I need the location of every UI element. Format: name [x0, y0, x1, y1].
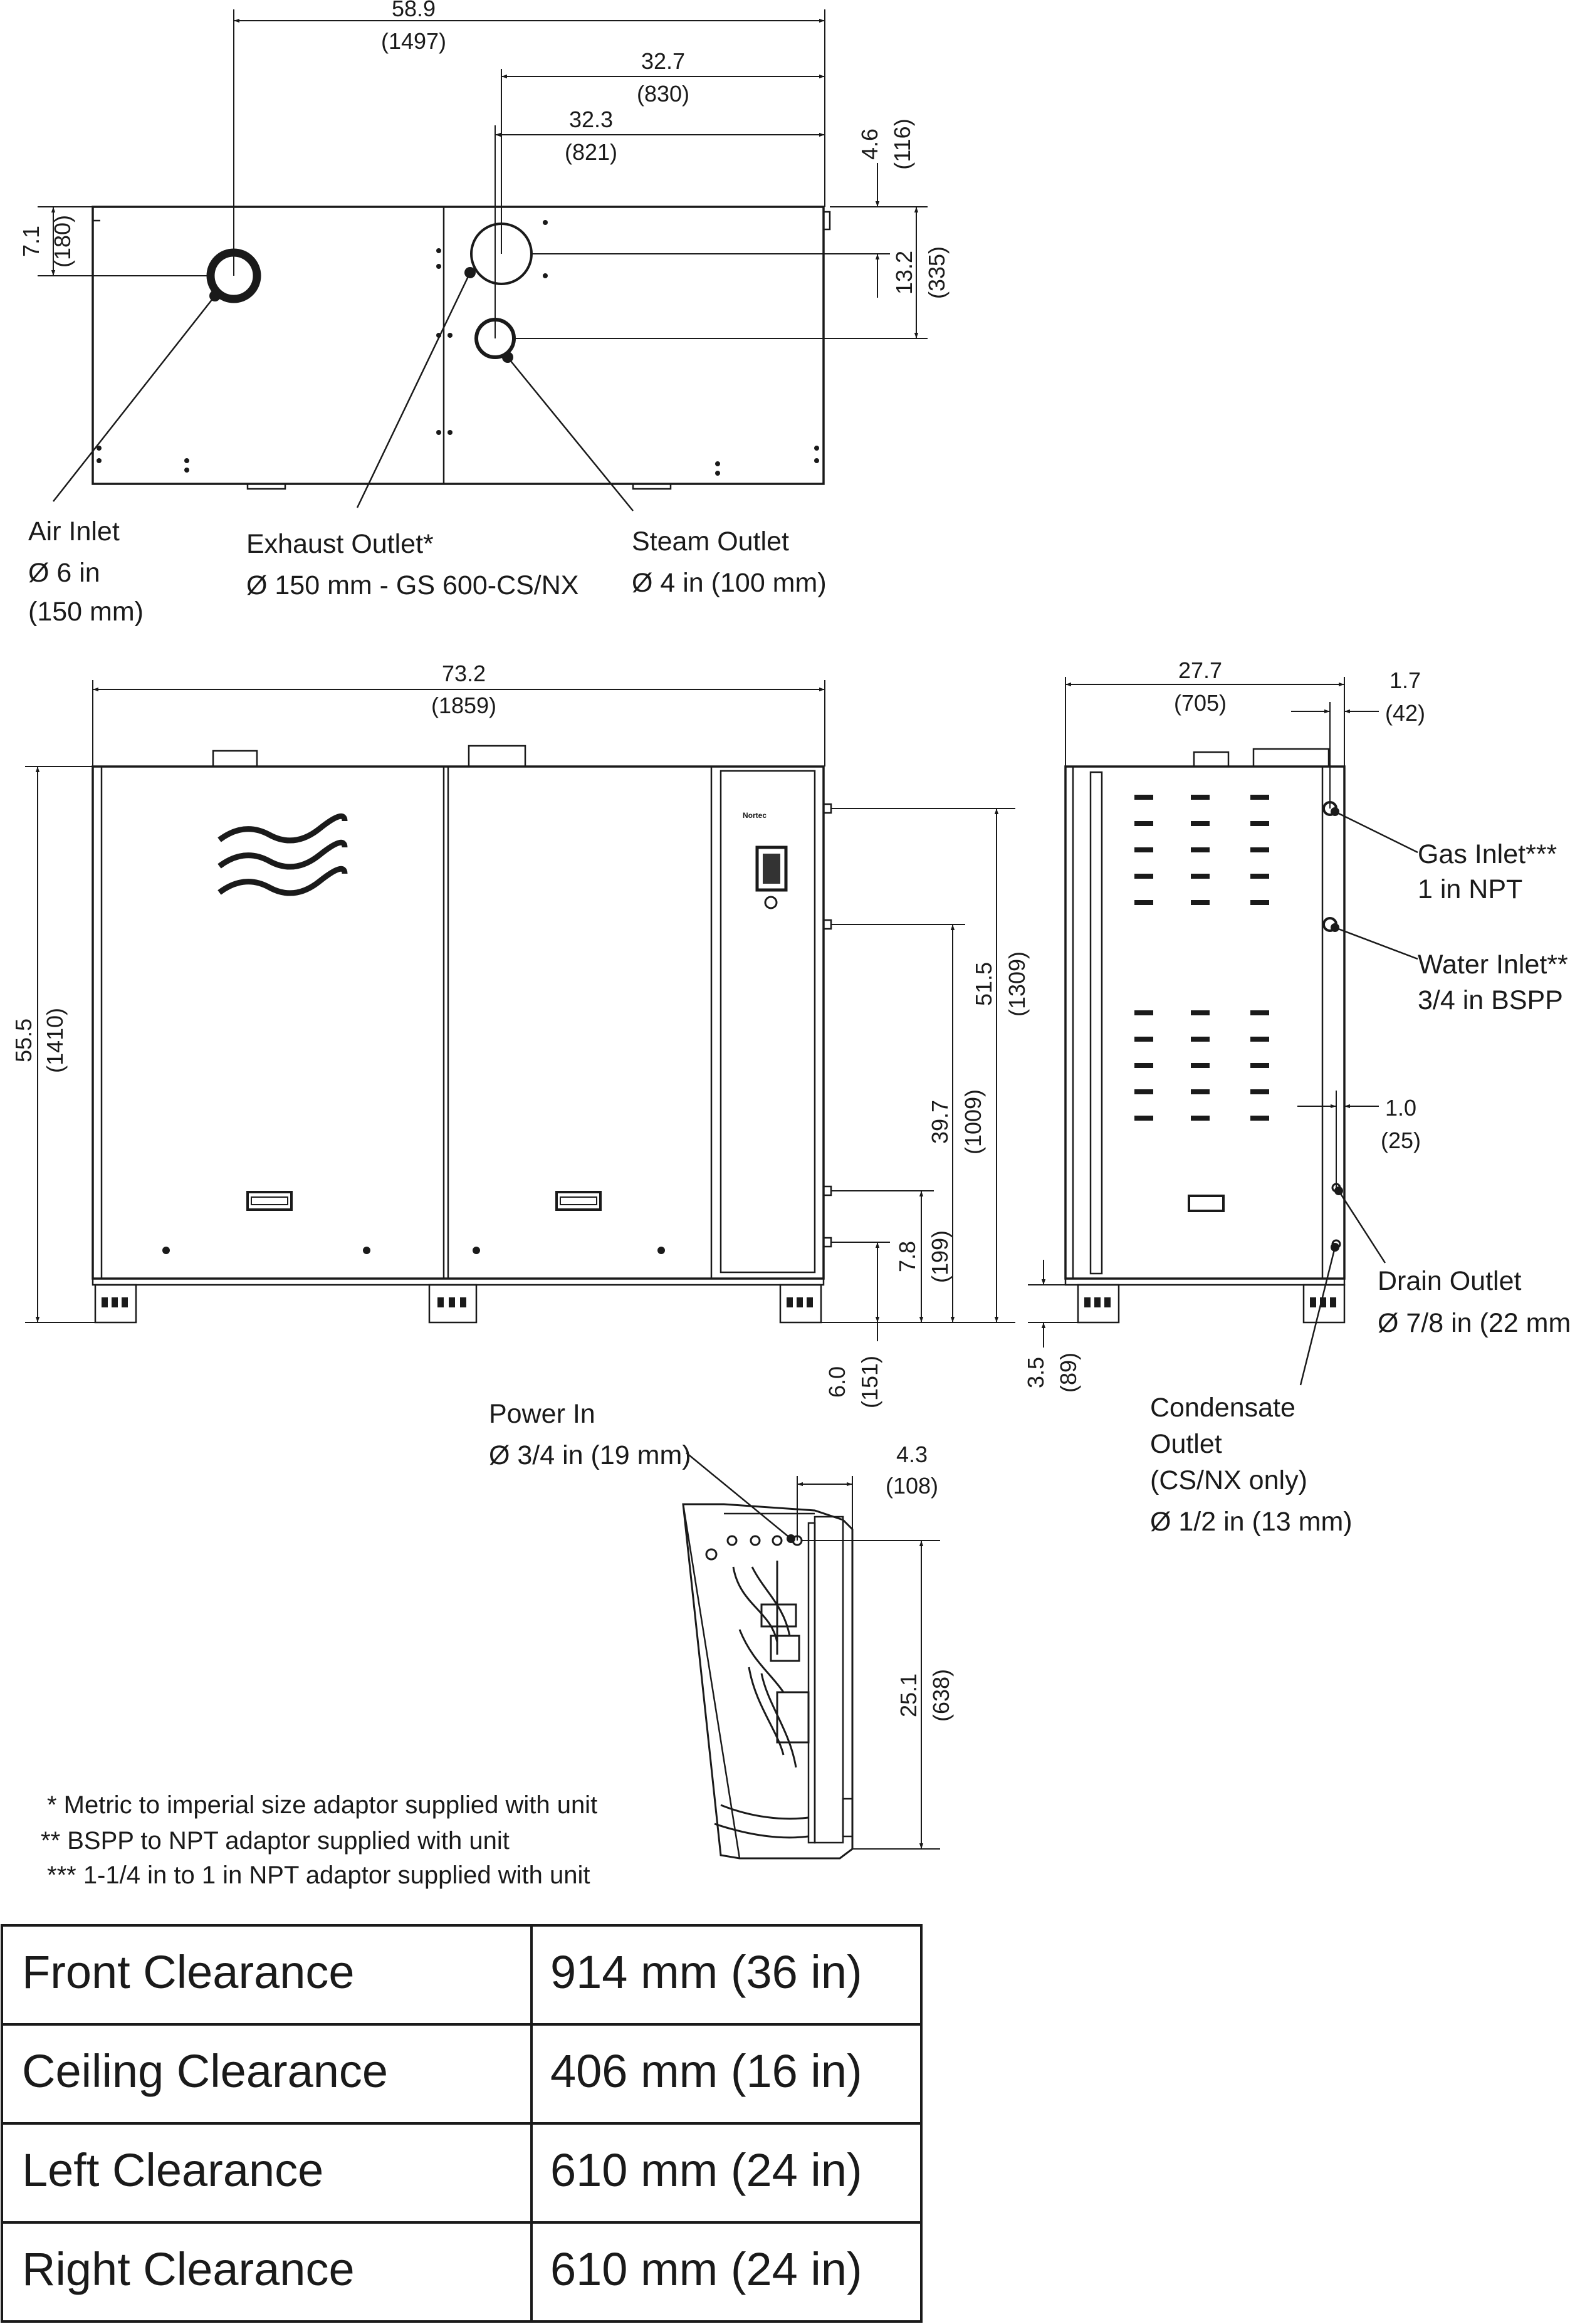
- table-row-label: Front Clearance: [22, 1946, 355, 1998]
- table-row-value: 610 mm (24 in): [550, 2144, 862, 2196]
- condensate-outlet-label-3: (CS/NX only): [1150, 1465, 1307, 1495]
- water-inlet-label: Water Inlet**: [1418, 950, 1568, 980]
- dim-low-mm: (199): [927, 1230, 953, 1283]
- table-row-value: 914 mm (36 in): [550, 1946, 862, 1998]
- dim-exhaust-in: 32.7: [641, 48, 685, 74]
- dim-side-offset-in: 1.7: [1389, 667, 1421, 693]
- table-row: Right Clearance 610 mm (24 in): [22, 2243, 862, 2295]
- exhaust-outlet-size: Ø 150 mm - GS 600-CS/NX: [246, 570, 579, 600]
- wave-logo-icon: [217, 813, 348, 896]
- dim-exhaust-mm: (830): [637, 81, 689, 107]
- dim-height-in: 55.5: [11, 1018, 36, 1062]
- detail-view: Power In Ø 3/4 in (19 mm) 4.3 (108) 25.1…: [489, 1399, 954, 1860]
- steam-outlet-size: Ø 4 in (100 mm): [632, 568, 827, 598]
- dim-air-offset-in: 7.1: [18, 226, 44, 257]
- drain-outlet-label: Drain Outlet: [1378, 1266, 1521, 1296]
- dim-drain-offset-mm: (25): [1381, 1128, 1421, 1153]
- footnote-1: * Metric to imperial size adaptor suppli…: [47, 1791, 597, 1819]
- front-feet: [94, 1284, 822, 1324]
- table-row: Ceiling Clearance 406 mm (16 in): [22, 2045, 862, 2097]
- dim-side-base-in: 3.5: [1023, 1357, 1049, 1388]
- control-panel: [720, 770, 816, 1274]
- dim-width-in: 73.2: [442, 661, 486, 686]
- table-row-label: Left Clearance: [22, 2144, 323, 2196]
- air-inlet-size: Ø 6 in: [28, 558, 100, 588]
- table-row-label: Right Clearance: [22, 2243, 355, 2295]
- footnote-3: *** 1-1/4 in to 1 in NPT adaptor supplie…: [47, 1861, 590, 1889]
- dim-side-offset-mm: (42): [1385, 700, 1425, 726]
- power-in-size: Ø 3/4 in (19 mm): [489, 1440, 691, 1470]
- dim-front-offset-mm: (116): [889, 118, 915, 169]
- air-inlet-size-mm: (150 mm): [28, 597, 144, 627]
- dim-mid-mm: (1009): [960, 1089, 986, 1154]
- condensate-outlet-label-1: Condensate: [1150, 1393, 1295, 1423]
- dim-overall-in: 58.9: [392, 0, 436, 21]
- table-row: Left Clearance 610 mm (24 in): [22, 2144, 862, 2196]
- dim-depth-in: 13.2: [891, 251, 917, 295]
- dim-upper-in: 51.5: [971, 962, 997, 1006]
- dim-overall-mm: (1497): [381, 28, 446, 54]
- dim-detail-height-in: 25.1: [896, 1673, 921, 1717]
- dim-mid-in: 39.7: [927, 1100, 953, 1144]
- dim-detail-offset-mm: (108): [886, 1473, 938, 1499]
- dim-height-mm: (1410): [42, 1008, 68, 1073]
- footnotes: * Metric to imperial size adaptor suppli…: [41, 1791, 597, 1889]
- exhaust-outlet-label: Exhaust Outlet*: [246, 529, 434, 559]
- side-louvres: [1134, 795, 1269, 1121]
- handle-right: [555, 1191, 602, 1211]
- table-row: Front Clearance 914 mm (36 in): [22, 1946, 862, 1998]
- dim-steam-mm: (821): [565, 139, 617, 165]
- dim-depth-mm: (335): [924, 246, 950, 299]
- top-view-fasteners: [97, 220, 819, 476]
- detail-wiring: [714, 1561, 810, 1839]
- handle-left: [246, 1191, 293, 1211]
- drain-outlet-size: Ø 7/8 in (22 mm): [1378, 1308, 1570, 1338]
- dim-base-mm: (151): [857, 1356, 882, 1408]
- steam-outlet-label: Steam Outlet: [632, 526, 789, 557]
- gas-inlet-size: 1 in NPT: [1418, 874, 1522, 904]
- clearance-table: Front Clearance 914 mm (36 in) Ceiling C…: [1, 1924, 923, 2323]
- front-view: Nortec 73.2 (1859) 55.5 (: [11, 661, 1030, 1408]
- dim-base-in: 6.0: [824, 1366, 850, 1398]
- dim-side-depth-mm: (705): [1174, 690, 1227, 716]
- air-inlet-label: Air Inlet: [28, 516, 120, 547]
- dim-side-depth-in: 27.7: [1178, 657, 1222, 683]
- dim-width-mm: (1859): [431, 693, 496, 718]
- dim-detail-offset-in: 4.3: [896, 1442, 928, 1467]
- dim-upper-mm: (1309): [1004, 951, 1030, 1017]
- top-view: 58.9 (1497) 32.7 (830) 32.3 (821) 4.6 (1…: [18, 0, 950, 627]
- power-switch-icon: [764, 896, 778, 909]
- footnote-2: ** BSPP to NPT adaptor supplied with uni…: [41, 1827, 510, 1855]
- table-row-value: 610 mm (24 in): [550, 2243, 862, 2295]
- water-inlet-size: 3/4 in BSPP: [1418, 985, 1563, 1015]
- dim-side-base-mm: (89): [1055, 1353, 1081, 1393]
- top-view-housing: [92, 206, 825, 485]
- detail-connectors: [705, 1535, 803, 1561]
- front-view-housing: [92, 765, 825, 1280]
- dim-drain-offset-in: 1.0: [1385, 1095, 1416, 1121]
- dim-air-offset-mm: (180): [50, 215, 75, 268]
- dim-low-in: 7.8: [894, 1241, 920, 1272]
- condensate-outlet-size: Ø 1/2 in (13 mm): [1150, 1507, 1353, 1537]
- dim-detail-height-mm: (638): [928, 1669, 954, 1722]
- dim-steam-in: 32.3: [569, 107, 613, 132]
- dim-front-offset-in: 4.6: [857, 128, 882, 160]
- condensate-outlet-label-2: Outlet: [1150, 1429, 1222, 1459]
- power-in-label: Power In: [489, 1399, 595, 1429]
- side-view: 27.7 (705) 1.7 (42) 1.0 (25) 3.5 (89) Ga…: [1023, 657, 1570, 1537]
- side-handle: [1188, 1195, 1225, 1212]
- gas-inlet-label: Gas Inlet***: [1418, 839, 1557, 869]
- table-row-value: 406 mm (16 in): [550, 2045, 862, 2097]
- table-row-label: Ceiling Clearance: [22, 2045, 388, 2097]
- brand-mark: Nortec: [743, 811, 767, 820]
